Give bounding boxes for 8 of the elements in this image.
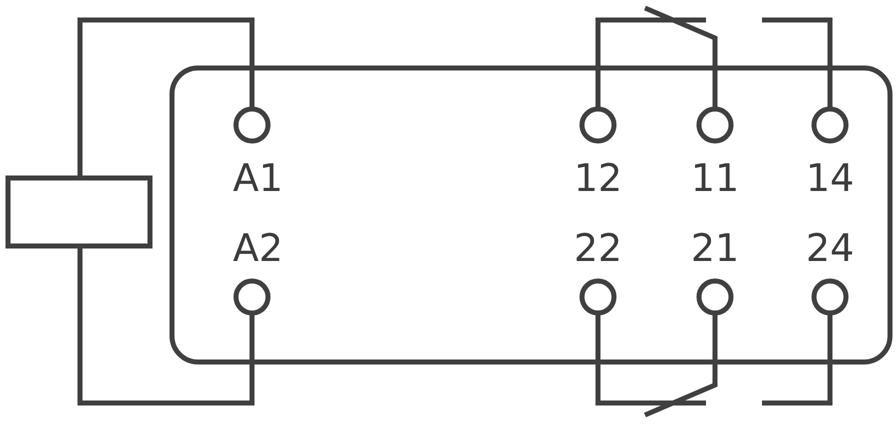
terminal-label: 14: [806, 158, 854, 198]
terminal-label: A1: [232, 158, 284, 198]
terminal-label: 11: [690, 158, 740, 198]
terminal-label: 24: [806, 228, 854, 268]
terminal-label: 12: [574, 158, 622, 198]
terminal-label: 22: [574, 228, 622, 268]
terminal-label: 21: [690, 228, 740, 268]
terminal-label: A2: [232, 228, 284, 268]
